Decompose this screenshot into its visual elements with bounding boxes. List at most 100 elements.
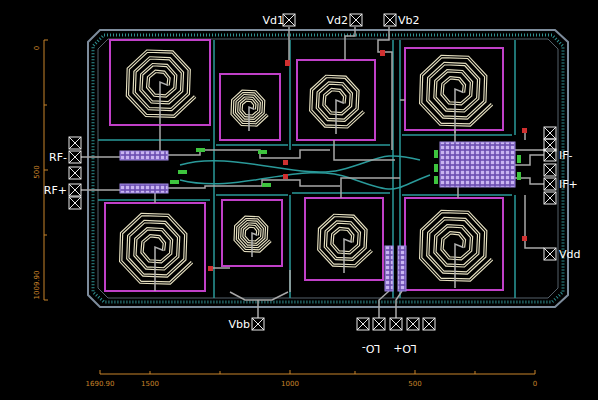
bond-pad-part [350, 14, 362, 26]
via-mark-part [208, 266, 213, 271]
bond-pad-part [69, 184, 81, 196]
bond-pad-part [384, 14, 396, 26]
bond-pad-part [407, 318, 419, 330]
via-mark-part [283, 174, 288, 179]
bond-pad-part [544, 192, 556, 204]
bond-pad-part [373, 318, 385, 330]
bond-pad-part [390, 318, 402, 330]
axis-label: 1000 [281, 380, 299, 388]
spiral-inductor-part [121, 214, 192, 283]
bond-pad-part [423, 318, 435, 330]
spiral-inductor-part [160, 82, 168, 124]
bond-pad-part [69, 184, 81, 196]
spiral-inductor-part [127, 51, 195, 116]
pin-label: LO+ [393, 342, 417, 355]
spiral-inductor-part [336, 100, 344, 134]
ruler-axis-part [100, 370, 535, 374]
bond-pad-part [423, 318, 435, 330]
spiral-inductor [121, 51, 492, 291]
bond-pad-part [544, 164, 556, 176]
bond-pad-part [357, 318, 369, 330]
bond-pad-part [384, 14, 396, 26]
spiral-inductor-part [127, 51, 195, 116]
pin-label: LO- [362, 342, 381, 355]
ruler-axis [44, 40, 535, 374]
chip-outline-part [98, 39, 558, 298]
spiral-inductor-part [121, 214, 192, 283]
transistor-array-part [385, 246, 393, 291]
chip-outline-part [88, 30, 568, 307]
chip-outline-part [93, 35, 563, 302]
bond-pad-part [252, 318, 264, 330]
pin-label: Vd2 [326, 14, 348, 27]
bond-pad-part [69, 167, 81, 179]
inductor-frame-part [305, 198, 383, 280]
bond-pad-part [350, 14, 362, 26]
via-mark-part [522, 128, 527, 133]
via-mark-part [285, 60, 290, 66]
transistor-array [120, 142, 515, 291]
resistor-symbol [170, 148, 521, 187]
spiral-inductor-part [319, 215, 372, 265]
spiral-inductor-part [311, 76, 364, 126]
metal-wire-part [345, 27, 355, 60]
bond-pad-part [252, 318, 264, 330]
metal-wire-part [210, 268, 290, 292]
metal-wire-part [378, 27, 392, 150]
resistor-symbol-part [434, 176, 438, 184]
spiral-inductor-part [455, 89, 464, 133]
metal-wire-part [81, 157, 120, 190]
ground-grid-part [213, 40, 215, 298]
spiral-inductor-part [319, 215, 372, 265]
resistor-symbol-part [517, 172, 521, 180]
bond-pad-part [544, 248, 556, 260]
inductor-frame-part [105, 203, 205, 291]
bond-pad-part [544, 248, 556, 260]
bond-pad-part [69, 151, 81, 163]
bond-pad-part [69, 197, 81, 209]
bond-pad-part [544, 149, 556, 161]
bond-pad-part [544, 178, 556, 190]
transistor-array-part [398, 246, 406, 291]
resistor-symbol-part [178, 170, 187, 174]
chip-outline [88, 30, 568, 307]
bond-pad-part [544, 127, 556, 139]
bond-pad-part [544, 192, 556, 204]
metal-wire-part [288, 27, 290, 62]
bond-pad-part [357, 318, 369, 330]
pin-label: IF- [559, 149, 573, 162]
bond-pad-part [544, 178, 556, 190]
bond-pad-part [69, 184, 81, 196]
spiral-inductor-part [249, 107, 254, 131]
resistor-symbol-part [258, 150, 267, 154]
transistor-array-part [440, 142, 515, 187]
bond-pad-part [544, 149, 556, 161]
inductor-frame-part [110, 40, 210, 125]
pin-label: Vdd [559, 248, 581, 261]
spiral-inductor-part [421, 56, 492, 125]
inductor-frame-part [405, 198, 503, 290]
ruler-axis-part [100, 374, 535, 375]
bond-pad-part [407, 318, 419, 330]
bond-pad-part [423, 318, 435, 330]
bond-pad-part [544, 127, 556, 139]
bond-pad-part [407, 318, 419, 330]
bond-pad-part [544, 178, 556, 190]
bond-pad-part [373, 318, 385, 330]
inductor-frame-part [297, 60, 375, 140]
bond-pad-part [544, 248, 556, 260]
metal-wire-part [285, 150, 340, 186]
bond-pad-part [357, 318, 369, 330]
axis-label: 500 [408, 380, 421, 388]
axis-label: 0 [33, 46, 41, 50]
spiral-inductor-part [421, 56, 492, 125]
spiral-inductor-part [455, 244, 464, 288]
pin-label: RF- [49, 151, 67, 164]
bond-pad-part [69, 197, 81, 209]
via-mark-part [380, 50, 385, 56]
ground-grid-part [216, 145, 288, 195]
spiral-inductor-part [421, 211, 492, 280]
resistor-symbol-part [434, 150, 438, 158]
